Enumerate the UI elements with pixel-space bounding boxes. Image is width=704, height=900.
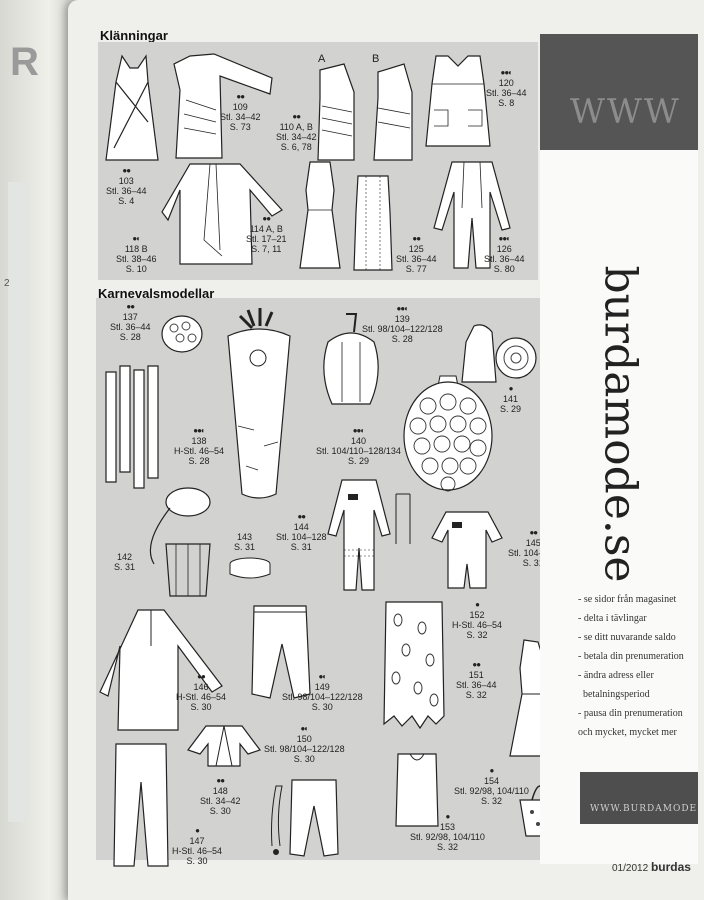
tunic-146-illustration	[98, 606, 224, 734]
dress-110a-illustration	[314, 62, 358, 162]
dress-114a-illustration	[298, 160, 342, 272]
dress-109-illustration	[170, 50, 274, 162]
pattern-label-109: ●●109 Stl. 34–42 S. 73	[220, 92, 261, 132]
pattern-label-114: ●●114 A, B Stl. 17–21 S. 7, 11	[246, 214, 287, 254]
pattern-label-110: ●●110 A, B Stl. 34–42 S. 6, 78	[276, 112, 317, 152]
top-148-illustration	[186, 724, 262, 770]
pattern-label-151: ●●151 Stl. 36–44 S. 32	[456, 660, 497, 700]
dress-110b-illustration	[370, 62, 416, 162]
pattern-label-148: ●●148 Stl. 34–42 S. 30	[200, 776, 241, 816]
tunic-153-illustration	[394, 752, 440, 828]
pattern-label-140: ●●◐140 Stl. 104/110–128/134 S. 29	[316, 426, 401, 466]
tunic-152-illustration	[378, 600, 450, 732]
hoodie-141-illustration	[456, 322, 538, 388]
left-page-letter: R	[10, 40, 39, 84]
costume-137-illustration	[102, 362, 164, 492]
wig-137-illustration	[160, 312, 204, 356]
carrot-138-illustration	[218, 306, 300, 502]
jumpsuit-126-illustration	[432, 158, 512, 270]
burdamode-ad: WWW burdamode.se - se sidor från magasin…	[540, 34, 698, 864]
pattern-label-147: ●147 H-Stl. 46–54 S. 30	[172, 826, 223, 866]
ad-feature-item: - betala din prenumeration	[578, 651, 684, 662]
ad-bottom-banner: WWW.BURDAMODE	[580, 772, 698, 824]
grape-140-illustration	[400, 374, 496, 498]
dress-103-illustration	[104, 52, 160, 164]
jacket-118b-illustration	[160, 160, 284, 270]
pattern-label-152: ●152 H-Stl. 46–54 S. 32	[452, 600, 503, 640]
pattern-label-141: ●141 S. 29	[500, 384, 522, 414]
footer-brand: burdas	[650, 860, 691, 874]
page-footer: 01/2012 burdas	[612, 860, 691, 874]
ad-brand: burdamode.se	[595, 214, 646, 634]
pattern-label-125: ●●125 Stl. 36–44 S. 77	[396, 234, 437, 274]
pattern-label-118b: ●◐118 B Stl. 38–46 S. 10	[116, 234, 157, 274]
pattern-label-146: ●●146 H-Stl. 46–54 S. 30	[176, 672, 227, 712]
left-page-number: 2	[4, 278, 10, 289]
footer-issue: 01/2012	[612, 863, 649, 874]
ad-top-banner: WWW	[540, 34, 698, 150]
pattern-label-143: 143 S. 31	[234, 532, 256, 552]
ad-feature-item: och mycket, mycket mer	[578, 727, 677, 738]
ad-feature-item: - se sidor från magasinet	[578, 594, 677, 605]
section-title-dresses: Klänningar	[100, 28, 168, 43]
ad-feature-item: - ändra adress eller	[578, 670, 654, 681]
ad-brand-text: burdamode.se	[594, 265, 646, 583]
pants-150-illustration	[266, 776, 342, 860]
ad-feature-item: - se ditt nuvarande saldo	[578, 632, 676, 643]
ad-bottom-text: WWW.BURDAMODE	[590, 804, 698, 814]
pattern-label-137: ●●137 Stl. 36–44 S. 28	[110, 302, 151, 342]
section-title-carnival: Karnevalsmodellar	[98, 286, 215, 301]
pattern-label-153: ●153 Stl. 92/98, 104/110 S. 32	[410, 812, 485, 852]
ad-feature-item: - delta i tävlingar	[578, 613, 647, 624]
ad-top-text: WWW	[570, 92, 681, 132]
overall-145-illustration	[430, 508, 504, 592]
variant-letter-a: A	[318, 53, 326, 65]
dress-120-illustration	[424, 54, 492, 150]
bag-142-illustration	[140, 484, 216, 600]
pattern-label-139: ●●◐139 Stl. 98/104–122/128 S. 28	[362, 304, 443, 344]
pattern-label-150: ●◐150 Stl. 98/104–122/128 S. 30	[264, 724, 345, 764]
pattern-label-149: ●◐149 Stl. 98/104–122/128 S. 30	[282, 672, 363, 712]
pattern-label-126: ●●◐126 Stl. 36–44 S. 80	[484, 234, 525, 274]
pattern-label-142: 142 S. 31	[114, 552, 136, 572]
pattern-label-154: ●154 Stl. 92/98, 104/110 S. 32	[454, 766, 529, 806]
pattern-label-103: ●●103 Stl. 36–44 S. 4	[106, 166, 147, 206]
ad-feature-item: - pausa din prenumeration	[578, 708, 683, 719]
ad-feature-list: - se sidor från magasinet - delta i tävl…	[578, 594, 698, 746]
variant-letter-b: B	[372, 53, 380, 65]
ad-feature-item: betalningsperiod	[578, 689, 650, 700]
belt-143-illustration	[228, 556, 272, 582]
pants-147-illustration	[112, 742, 170, 868]
pants-149-illustration	[248, 604, 312, 702]
left-page-strip	[8, 182, 28, 822]
pattern-label-144: ●●144 Stl. 104–128 S. 31	[276, 512, 327, 552]
pattern-label-120: ●●◐120 Stl. 36–44 S. 8	[486, 68, 527, 108]
spacesuit-144-illustration	[326, 474, 414, 594]
dress-114b-illustration	[352, 172, 394, 272]
apple-139-illustration	[320, 312, 382, 412]
pattern-label-138: ●●◐138 H-Stl. 46–54 S. 28	[174, 426, 225, 466]
